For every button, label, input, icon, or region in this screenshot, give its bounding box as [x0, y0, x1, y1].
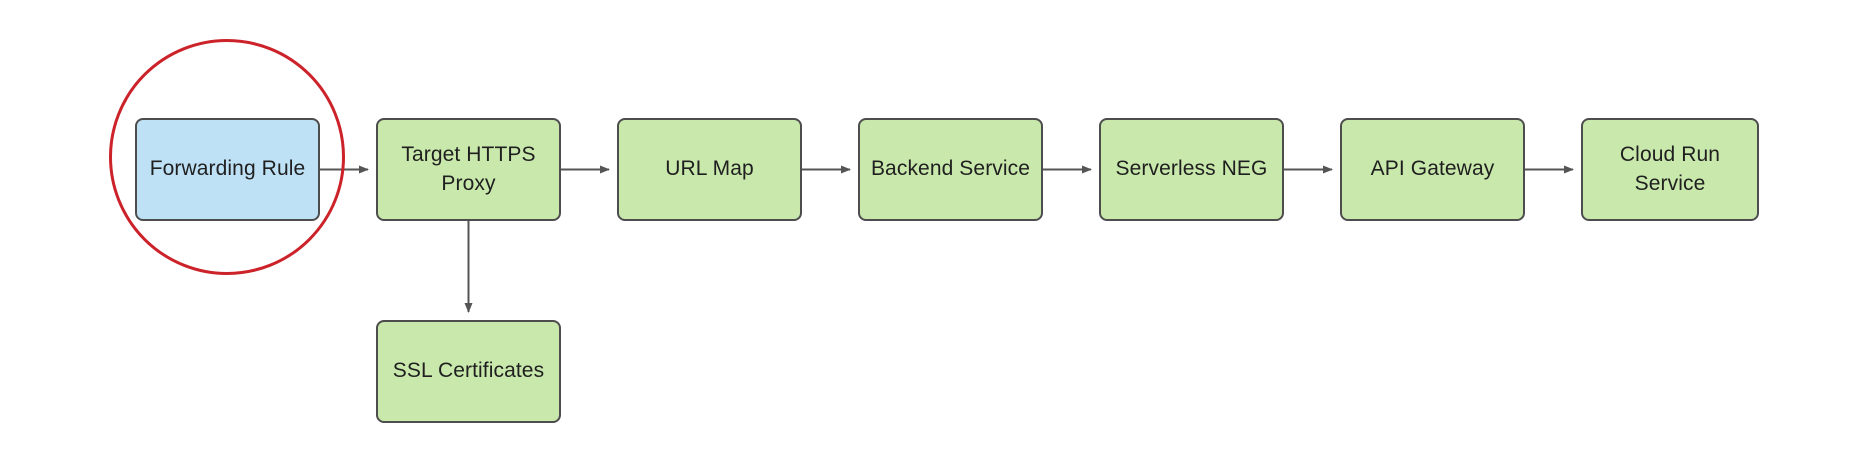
forwarding-rule-highlight-circle: [109, 39, 345, 275]
node-backend-service-label: Backend Service: [870, 157, 1031, 181]
node-forwarding-rule[interactable]: Forwarding Rule: [135, 118, 320, 221]
node-ssl-certificates[interactable]: SSL Certificates: [376, 320, 561, 423]
node-ssl-certificates-label: SSL Certificates: [392, 359, 545, 383]
node-api-gateway[interactable]: API Gateway: [1340, 118, 1525, 221]
node-target-https-proxy-label: Target HTTPS Proxy: [401, 143, 536, 195]
node-api-gateway-label: API Gateway: [1370, 157, 1495, 181]
node-serverless-neg-label: Serverless NEG: [1115, 157, 1268, 181]
node-cloud-run-service-label: Cloud Run Service: [1619, 143, 1721, 195]
node-url-map[interactable]: URL Map: [617, 118, 802, 221]
node-serverless-neg[interactable]: Serverless NEG: [1099, 118, 1284, 221]
node-target-https-proxy[interactable]: Target HTTPS Proxy: [376, 118, 561, 221]
node-forwarding-rule-label: Forwarding Rule: [149, 157, 306, 181]
node-backend-service[interactable]: Backend Service: [858, 118, 1043, 221]
node-url-map-label: URL Map: [665, 157, 754, 181]
node-cloud-run-service[interactable]: Cloud Run Service: [1581, 118, 1759, 221]
